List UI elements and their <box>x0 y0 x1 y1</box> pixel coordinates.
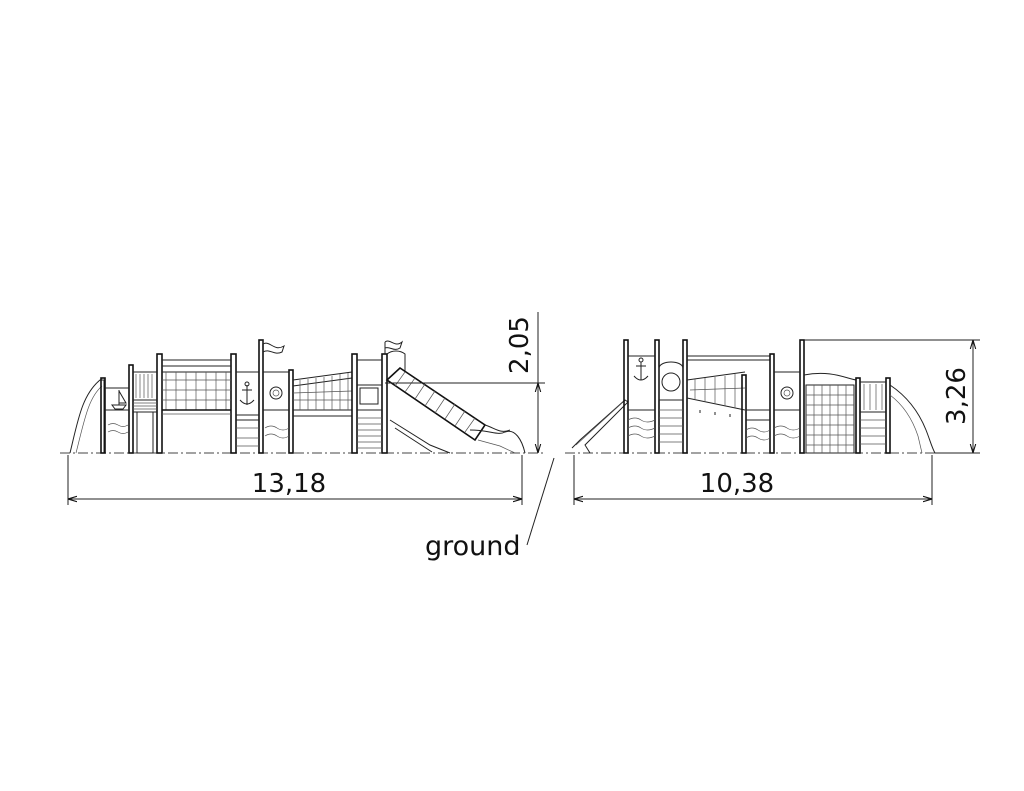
right-width-label: 10,38 <box>700 469 774 499</box>
right-height-label: 3,26 <box>942 367 972 425</box>
ground-annotation: ground <box>425 457 555 562</box>
left-height-label: 2,05 <box>505 316 535 374</box>
dimension-right-height: 3,26 <box>804 339 980 454</box>
left-elevation-view <box>69 339 526 454</box>
dimension-right-width: 10,38 <box>573 455 933 505</box>
right-elevation-view <box>571 339 936 454</box>
dimension-left-width: 13,18 <box>67 455 523 505</box>
ground-label: ground <box>425 531 521 562</box>
left-width-label: 13,18 <box>252 469 326 499</box>
dimension-left-height: 2,05 <box>385 312 545 453</box>
